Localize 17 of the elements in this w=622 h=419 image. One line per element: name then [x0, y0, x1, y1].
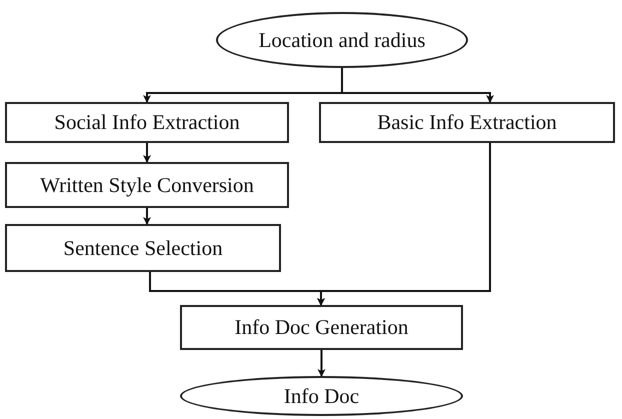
node-label: Info Doc	[284, 382, 360, 410]
node-label: Info Doc Generation	[234, 314, 408, 341]
process-box	[5, 102, 289, 143]
node-label: Basic Info Extraction	[377, 109, 557, 136]
arrow	[318, 350, 326, 377]
node-label: Location and radius	[258, 26, 426, 54]
arrow	[341, 68, 494, 103]
arrow	[143, 208, 151, 225]
arrow	[143, 143, 151, 163]
process-box	[180, 305, 463, 350]
arrow	[317, 143, 491, 306]
process-box	[5, 162, 289, 208]
node-label: Written Style Conversion	[40, 172, 254, 198]
node-label: Social Info Extraction	[54, 109, 240, 136]
process-box	[319, 102, 615, 143]
node-label: Sentence Selection	[63, 234, 223, 262]
process-box	[5, 224, 281, 272]
